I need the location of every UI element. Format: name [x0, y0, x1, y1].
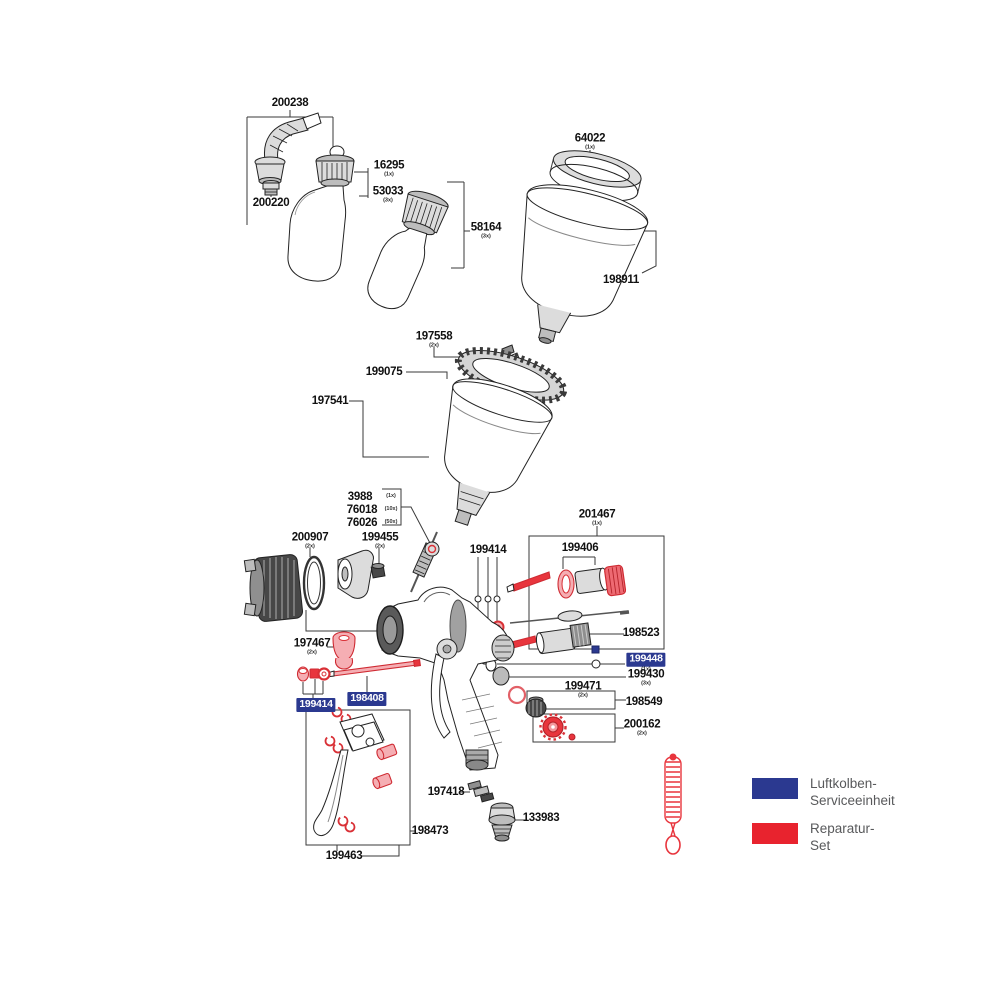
part-gear-200162: [539, 713, 576, 741]
legend-item-luftkolben-serviceeinheit: Luftkolben- Serviceeinheit: [752, 776, 895, 810]
part-trigger-assembly: [313, 706, 398, 837]
part-label-3988: 3988: [347, 490, 373, 503]
part-swivel-133983: [488, 802, 516, 842]
gun-rear-knob-1: [491, 634, 515, 662]
part-label-197541: 197541: [311, 394, 349, 407]
part-plug-200220: [262, 180, 280, 196]
pack-size-3988: (1x): [386, 493, 396, 500]
part-nozzle-seat: [424, 541, 440, 557]
part-bottle-large: [367, 190, 449, 310]
part-nut-199455: [370, 563, 386, 579]
part-label-197418: 197418: [427, 785, 465, 798]
part-label-199463: 199463: [325, 849, 363, 862]
blue-marker-square: [591, 645, 600, 654]
part-long-rod: [509, 610, 630, 624]
legend-text-line: Reparatur-: [810, 820, 875, 836]
gun-rear-knob-2: [492, 666, 510, 686]
part-needle-198408: [325, 658, 422, 678]
legend: Luftkolben- Serviceeinheit Reparatur- Se…: [752, 776, 895, 866]
part-label-16295: 16295(1x): [373, 159, 405, 178]
legend-swatch-red: [752, 822, 798, 844]
part-label-199430: 199430(3x): [627, 668, 665, 687]
legend-text-line: Luftkolben-: [810, 776, 877, 791]
legend-text-line: Set: [810, 837, 831, 853]
part-cup-lid-64022: [549, 150, 642, 202]
part-nut-198549: [525, 696, 547, 718]
part-label-200162: 200162(2x): [623, 718, 661, 737]
pack-size-76018: (10x): [384, 506, 398, 513]
part-label-198523: 198523: [622, 626, 660, 639]
part-199406-set: [557, 564, 627, 599]
part-air-piston-198523: [507, 622, 600, 655]
part-rps-cup: [444, 347, 568, 526]
spray-gun-body: [376, 586, 515, 771]
part-label-199414-top: 199414: [469, 543, 507, 556]
part-label-200220: 200220: [252, 196, 290, 209]
part-needle-spring: [410, 531, 438, 593]
part-label-199406: 199406: [561, 541, 599, 554]
part-label-76018: 76018: [346, 503, 378, 516]
part-label-133983: 133983: [522, 811, 560, 824]
part-oring-199471: [507, 685, 527, 705]
part-aircap: [337, 549, 374, 599]
legend-text-line: Serviceeinheit: [810, 792, 895, 808]
part-label-201467: 201467(1x): [578, 508, 616, 527]
legend-label-luftkolben-serviceeinheit: Luftkolben- Serviceeinheit: [810, 776, 895, 810]
part-label-53033: 53033(3x): [372, 185, 404, 204]
part-bottle-small: [287, 145, 355, 282]
legend-label-reparatur-set: Reparatur- Set: [810, 821, 875, 855]
legend-swatch-blue: [752, 778, 798, 799]
part-label-200238: 200238: [271, 96, 309, 109]
pack-size-76026: (50x): [384, 519, 398, 526]
part-label-198408: 198408: [347, 691, 387, 707]
part-trio-199414-grip: [296, 666, 331, 682]
part-cup-198911: [521, 184, 649, 344]
part-label-197467: 197467(2x): [293, 637, 331, 656]
part-piston-rod-red: [506, 571, 551, 593]
part-label-197558: 197558(2x): [415, 330, 453, 349]
part-label-76026: 76026: [346, 516, 378, 529]
part-elbow-fitting: [254, 112, 322, 185]
part-ring-200907: [302, 555, 326, 611]
part-label-199455: 199455(2x): [361, 531, 399, 550]
part-oring-199448: [591, 659, 601, 669]
part-clip-197418: [467, 780, 495, 803]
part-label-58164: 58164(3x): [470, 221, 502, 240]
part-label-198549: 198549: [625, 695, 663, 708]
part-aircap-ring: [243, 554, 304, 622]
legend-item-reparatur-set: Reparatur- Set: [752, 821, 895, 855]
cleaning-brush: [664, 753, 682, 855]
part-label-199448: 199448(1x): [626, 652, 666, 674]
part-label-199471: 199471(2x): [564, 680, 602, 699]
part-label-199414-grip: 199414: [296, 697, 336, 713]
part-label-200907: 200907(2x): [291, 531, 329, 550]
gun-trigger: [430, 653, 451, 739]
part-fluid-tip-197467: [332, 631, 356, 670]
part-label-198911: 198911: [603, 273, 639, 286]
part-label-64022: 64022(1x): [574, 132, 606, 151]
part-label-198473: 198473: [411, 824, 449, 837]
part-label-199075: 199075: [365, 365, 403, 378]
